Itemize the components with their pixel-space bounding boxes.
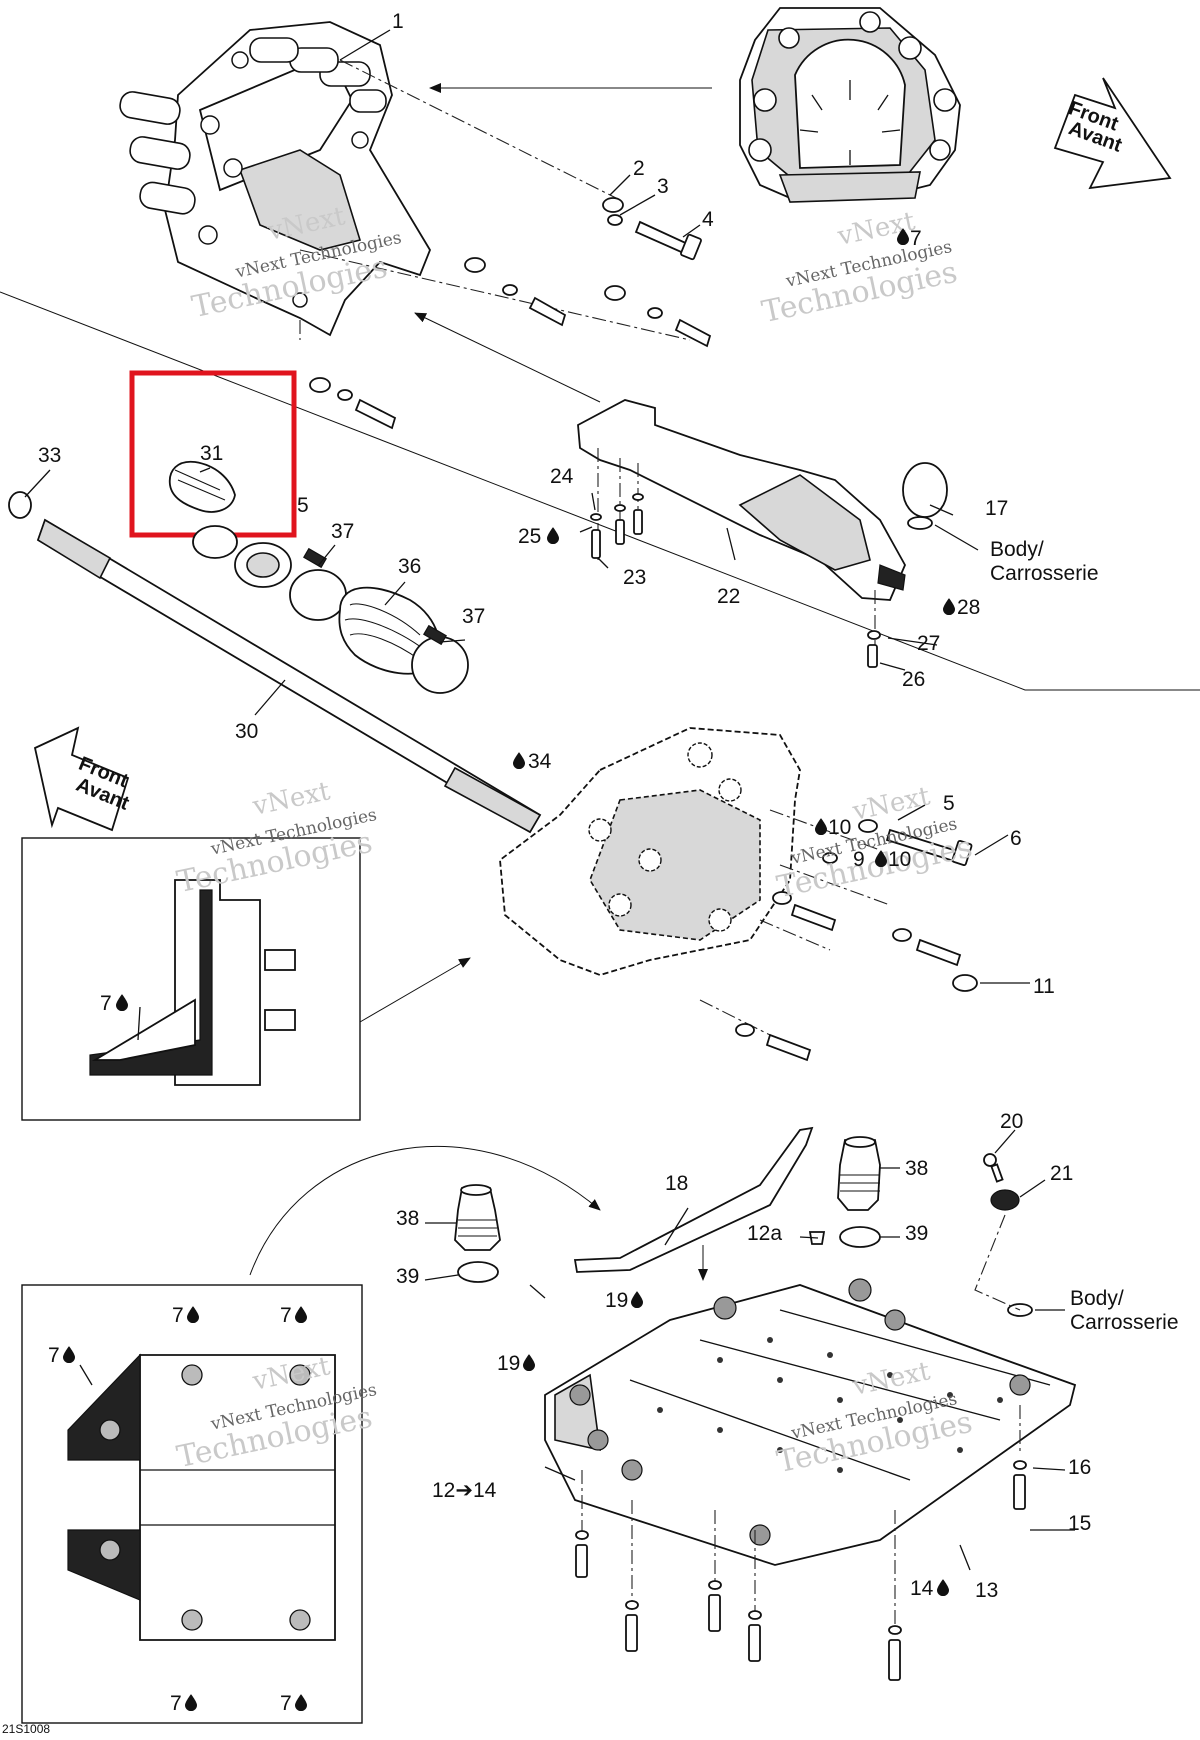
callout-7a: 7 <box>172 1304 184 1327</box>
callout-34: 34 <box>528 750 552 773</box>
drop-icon-10a <box>815 818 827 835</box>
callout-33: 33 <box>38 444 61 467</box>
drop-icon-28 <box>943 598 955 615</box>
callout-12a: 12a <box>747 1222 782 1245</box>
callout-7-top: 7 <box>910 227 922 250</box>
callout-19a: 19 <box>605 1289 628 1312</box>
inset-bottom-plate <box>21 1284 363 1724</box>
callout-23: 23 <box>623 566 646 589</box>
callout-7d: 7 <box>170 1692 182 1715</box>
wm4-l1: vNext <box>849 781 933 827</box>
callout-7b: 7 <box>280 1304 292 1327</box>
callout-26: 26 <box>902 668 925 691</box>
callout-28: 28 <box>957 596 980 619</box>
callout-12-14: 12➔14 <box>432 1479 497 1502</box>
hull-fittings <box>454 1126 1033 1317</box>
pump-housing-part-1 <box>119 21 691 341</box>
callout-19b: 19 <box>497 1352 520 1375</box>
hull-bottom-plate <box>544 1278 1077 1681</box>
inner-mount-plate <box>499 727 978 1062</box>
callout-22: 22 <box>717 585 740 608</box>
body-label-2-line2: Carrosserie <box>1070 1311 1179 1334</box>
drop-icon-14 <box>937 1579 949 1596</box>
wm3-l1: vNext <box>249 776 333 822</box>
rear-bracket-part-22 <box>577 399 948 668</box>
drop-icon-34 <box>513 752 525 769</box>
body-label-1-line1: Body/ <box>990 538 1044 561</box>
leader-lines <box>24 29 1075 1571</box>
callout-39a: 39 <box>396 1265 419 1288</box>
inset-mount-detail <box>21 837 361 1121</box>
callout-30: 30 <box>235 720 258 743</box>
callouts: 1 2 3 4 7 33 31 5 37 36 37 30 34 24 25 2… <box>38 10 1179 1715</box>
callout-15: 15 <box>1068 1512 1091 1535</box>
callout-9: 9 <box>853 848 865 871</box>
callout-31: 31 <box>200 442 223 465</box>
callout-5a: 5 <box>297 494 309 517</box>
callout-5b: 5 <box>943 792 955 815</box>
callout-4: 4 <box>702 208 714 231</box>
divider-lines <box>0 83 1200 1281</box>
callout-27: 27 <box>917 632 940 655</box>
callout-11: 11 <box>1033 975 1055 998</box>
callout-1: 1 <box>392 10 404 33</box>
wm2-l1: vNext <box>834 206 918 252</box>
callout-3: 3 <box>657 175 669 198</box>
callout-21: 21 <box>1050 1162 1073 1185</box>
callout-25: 25 <box>518 525 541 548</box>
body-label-2-line1: Body/ <box>1070 1287 1124 1310</box>
callout-38a: 38 <box>396 1207 419 1230</box>
callout-7c: 7 <box>48 1344 60 1367</box>
callout-36: 36 <box>398 555 421 578</box>
body-label-1-line2: Carrosserie <box>990 562 1099 585</box>
callout-37a: 37 <box>331 520 354 543</box>
callout-10a: 10 <box>828 816 851 839</box>
drawing-code: 21S1008 <box>2 1722 51 1736</box>
callout-13: 13 <box>975 1579 998 1602</box>
callout-16: 16 <box>1068 1456 1091 1479</box>
front-arrow-top: Front Avant <box>1053 77 1172 190</box>
front-arrow-left: Front Avant <box>33 726 132 832</box>
callout-7e: 7 <box>280 1692 292 1715</box>
callout-2: 2 <box>633 157 645 180</box>
callout-10b: 10 <box>888 848 911 871</box>
callout-7-inset: 7 <box>100 992 112 1015</box>
callout-38b: 38 <box>905 1157 928 1180</box>
drop-icon-19b <box>523 1354 535 1371</box>
callout-39b: 39 <box>905 1222 928 1245</box>
fasteners-top <box>309 197 712 430</box>
callout-20: 20 <box>1000 1110 1023 1133</box>
seal-plate <box>739 7 961 203</box>
callout-18: 18 <box>665 1172 688 1195</box>
callout-24: 24 <box>550 465 574 488</box>
drop-icon-19a <box>631 1291 643 1308</box>
drive-shaft-assembly <box>8 460 542 834</box>
callout-14: 14 <box>910 1577 934 1600</box>
callout-6: 6 <box>1010 827 1022 850</box>
drop-icon-25 <box>547 527 559 544</box>
callout-37b: 37 <box>462 605 485 628</box>
callout-17: 17 <box>985 497 1008 520</box>
